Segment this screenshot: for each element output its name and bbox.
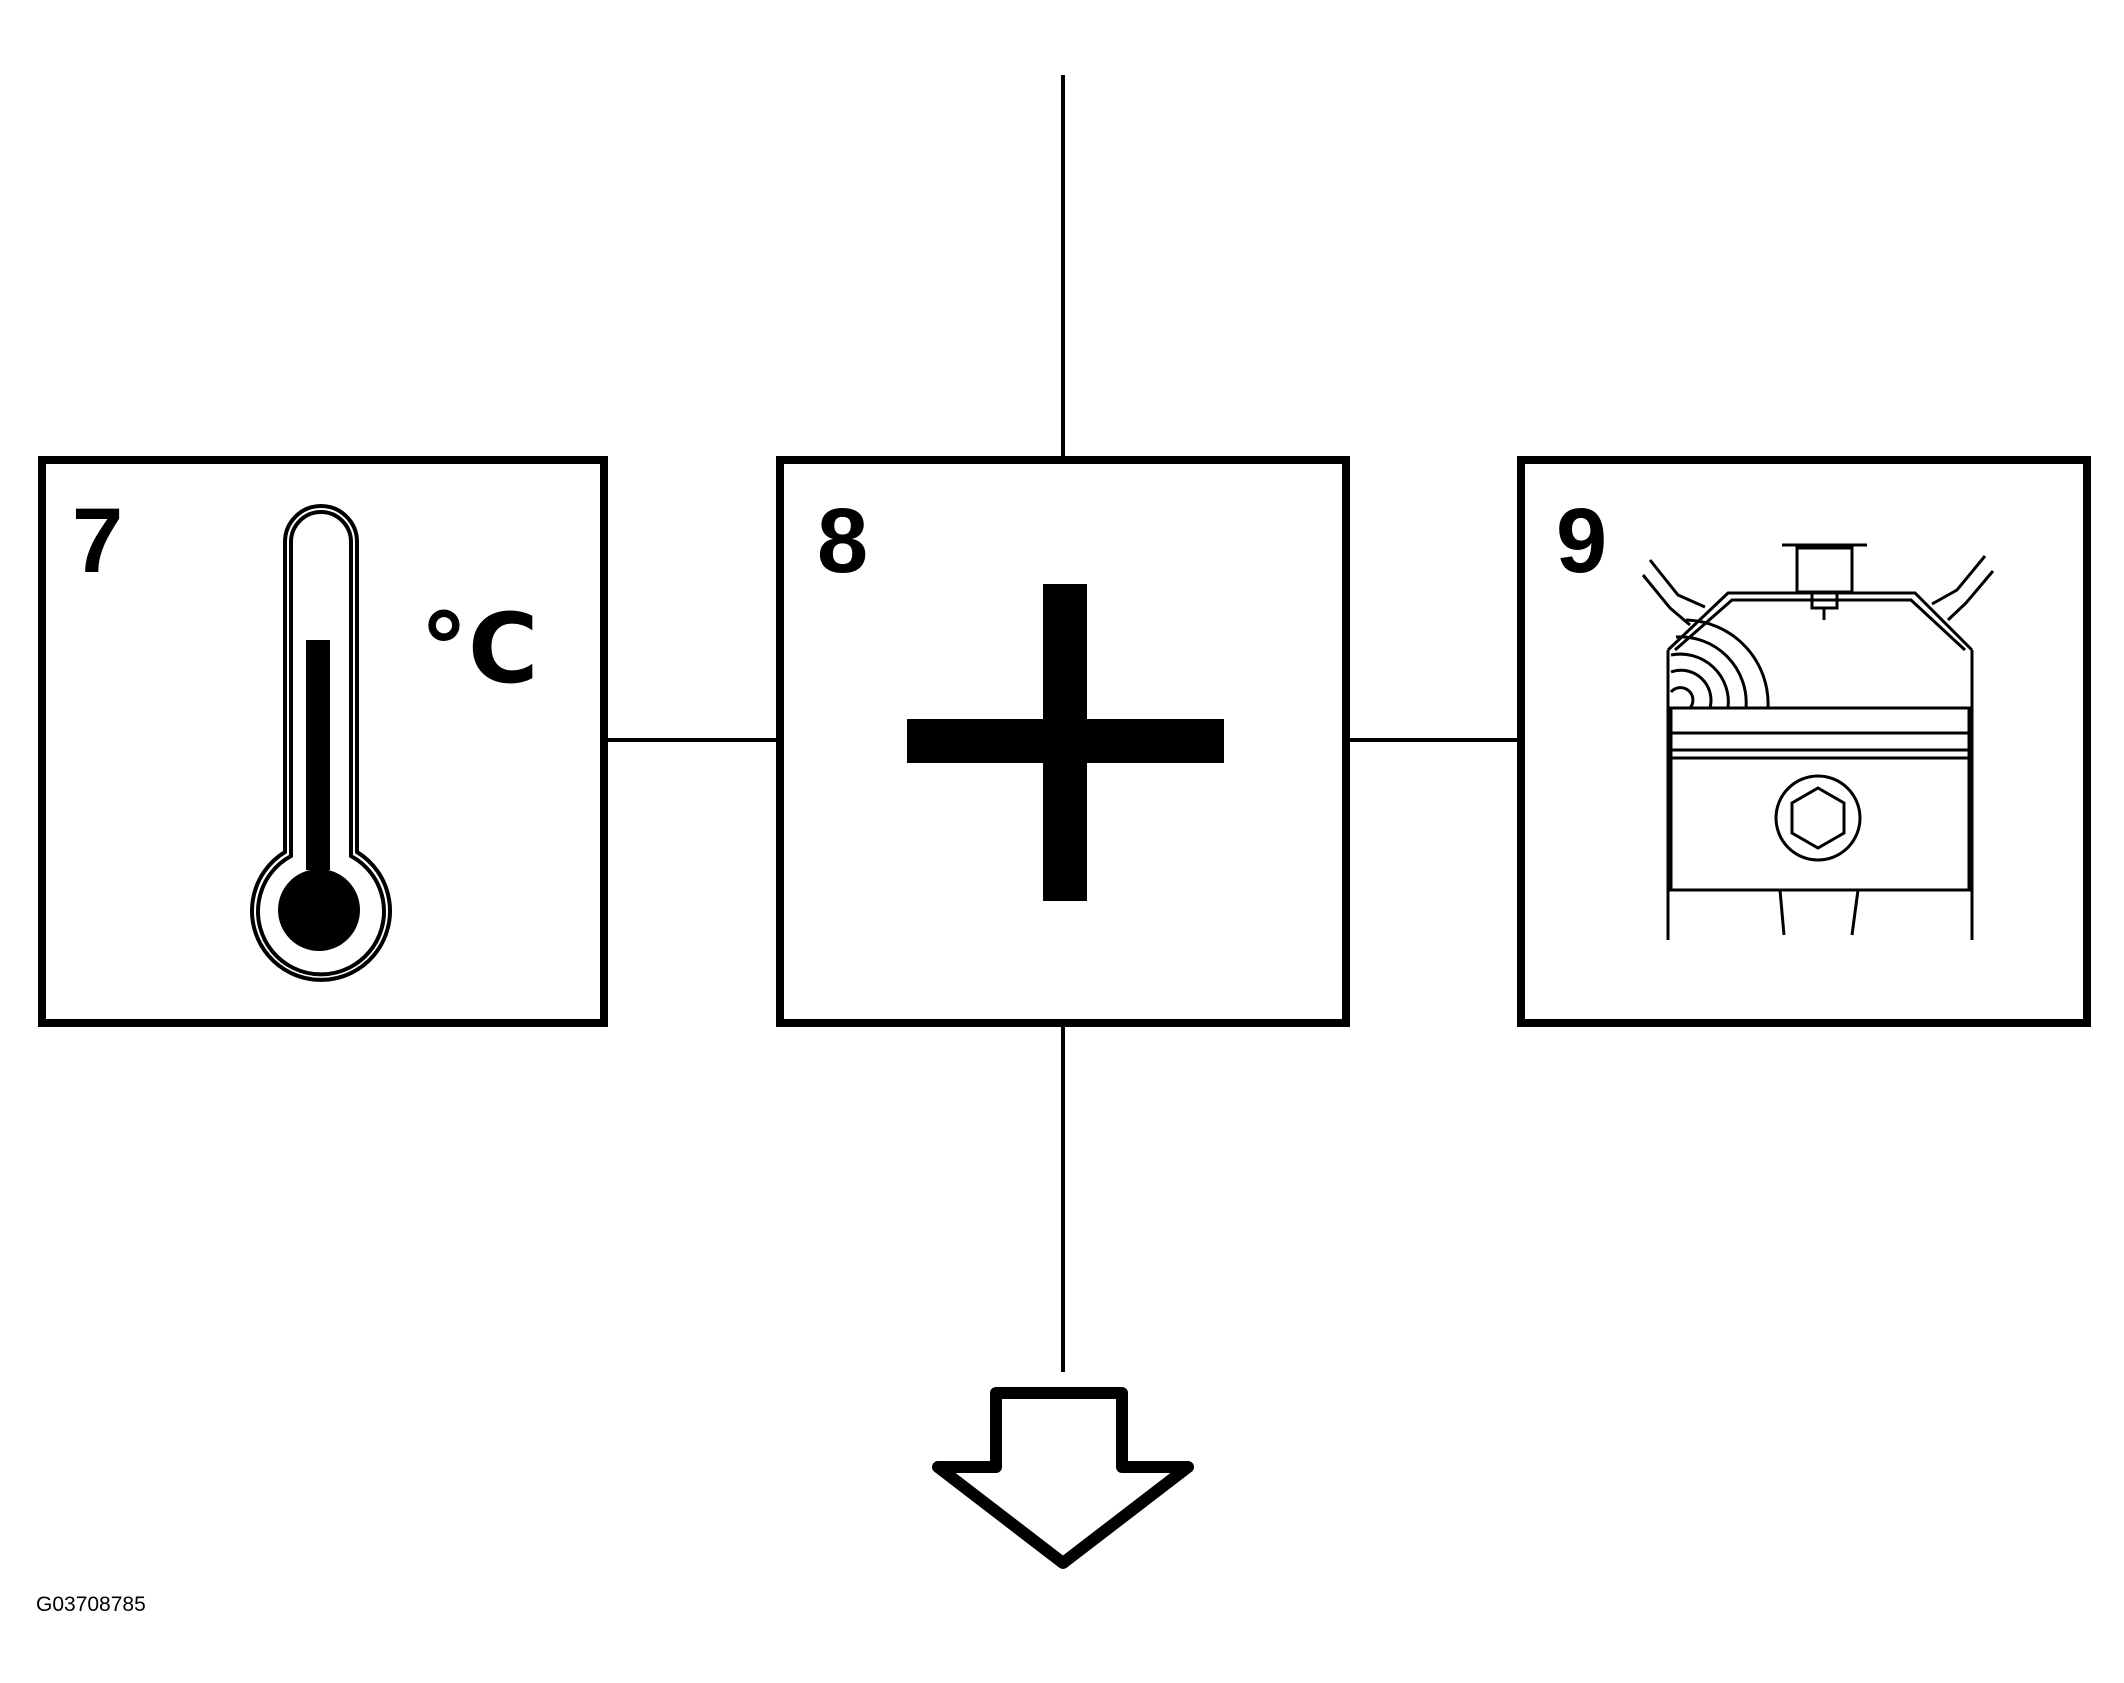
thermometer-icon xyxy=(250,504,392,982)
panel-8: 8 xyxy=(776,456,1350,1027)
connector-lines xyxy=(604,75,1521,1372)
panel-9: 9 xyxy=(1517,456,2091,1027)
temperature-unit-label: °C xyxy=(420,593,538,705)
arrow-down-icon xyxy=(932,1387,1194,1569)
panel-8-number: 8 xyxy=(817,490,868,592)
plus-icon xyxy=(907,584,1224,901)
figure-id: G03708785 xyxy=(36,1593,146,1616)
panel-7: 7 °C xyxy=(38,456,608,1027)
panel-7-number: 7 xyxy=(72,490,123,592)
engine-piston-icon xyxy=(1641,543,1995,940)
panel-9-number: 9 xyxy=(1556,490,1607,592)
panel-9-frame xyxy=(1517,456,2091,1027)
